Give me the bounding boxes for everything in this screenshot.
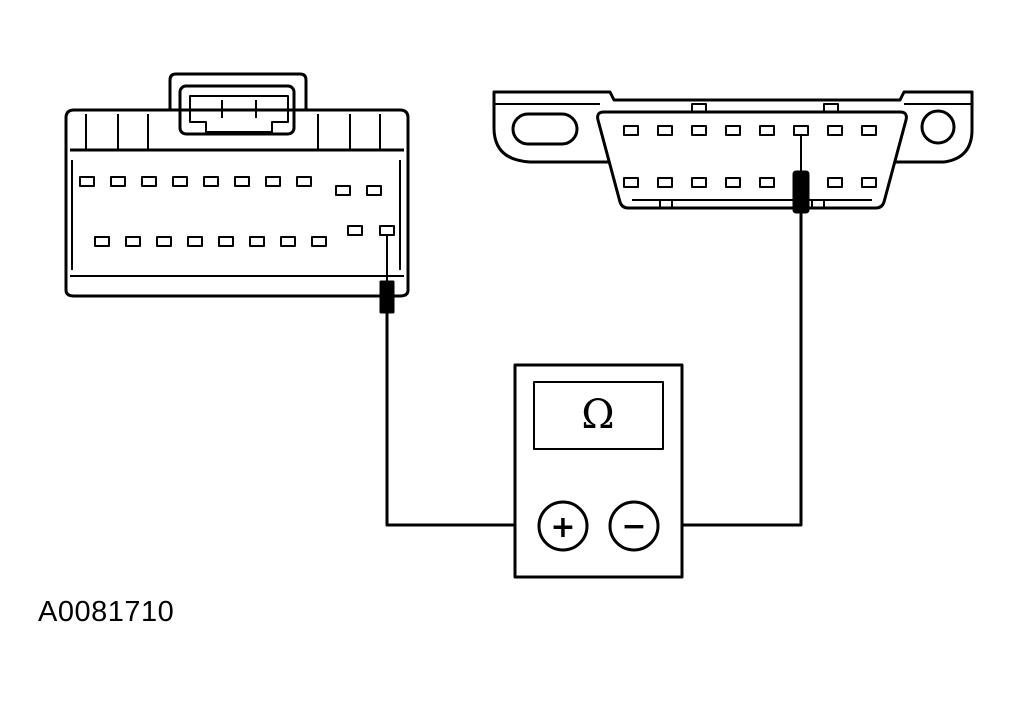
positive-lead-wire	[385, 312, 538, 527]
positive-terminal-label: +	[550, 510, 575, 545]
module-connector-icon	[64, 72, 410, 298]
negative-terminal-label: −	[621, 509, 646, 544]
probe-icon	[379, 236, 395, 314]
figure-reference-id: A0081710	[38, 596, 175, 628]
dlc-connector-icon	[492, 90, 974, 210]
probe-icon	[792, 134, 810, 214]
meter-display-symbol: Ω	[581, 392, 614, 438]
ohmmeter-icon	[513, 363, 684, 579]
negative-lead-wire	[660, 212, 803, 527]
